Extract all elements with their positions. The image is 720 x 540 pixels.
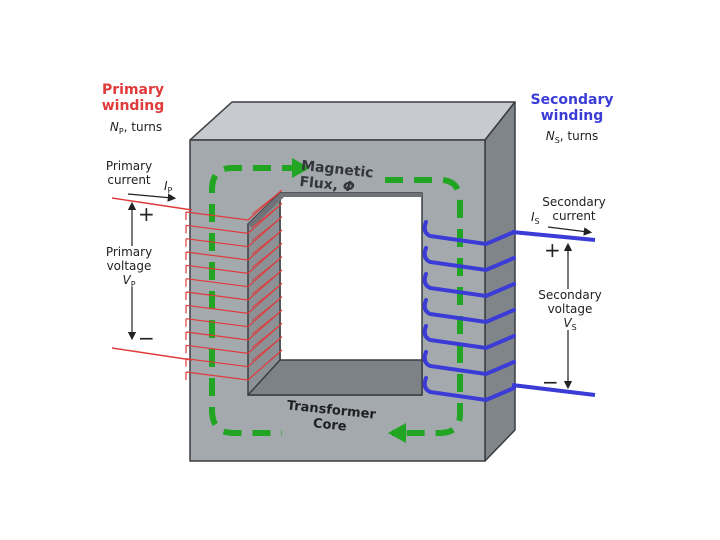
- primary-current-label: Primary current: [105, 159, 153, 187]
- primary-winding-hatch: [251, 258, 281, 281]
- secondary-winding-turn: [422, 376, 516, 403]
- primary-winding-hatch: [251, 285, 281, 308]
- primary-winding-turn: [185, 256, 283, 288]
- flux-arrow-bottom: [388, 423, 406, 443]
- secondary-current-label: Secondary current: [542, 195, 606, 223]
- primary-turns-label: NP, turns: [109, 120, 163, 136]
- core-side-face: [484, 101, 516, 462]
- primary-winding-hatch: [251, 245, 281, 268]
- primary-current-arrow: [127, 193, 177, 202]
- secondary-current-arrow: [547, 226, 593, 236]
- primary-winding-turn: [185, 229, 283, 261]
- transformer-core: [189, 101, 516, 462]
- primary-plus-sign: +: [138, 202, 155, 226]
- secondary-lead-top: [511, 230, 596, 242]
- secondary-winding-title: Secondary winding: [530, 92, 614, 125]
- core-window-floor: [247, 359, 423, 396]
- primary-winding-hatch: [251, 338, 281, 361]
- core-window-top-wall: [248, 193, 422, 228]
- primary-voltage-label: Primary voltage VP: [98, 245, 160, 289]
- primary-winding-turn: [185, 322, 283, 354]
- primary-winding-hatch: [251, 231, 281, 255]
- secondary-turns-label: NS, turns: [545, 129, 599, 145]
- primary-winding-turn: [185, 336, 283, 368]
- secondary-winding-turn: [422, 220, 516, 247]
- secondary-winding-turn: [422, 350, 516, 377]
- primary-winding-hatch: [251, 325, 281, 348]
- secondary-minus-sign: −: [542, 370, 559, 394]
- core-top-face: [189, 101, 516, 141]
- primary-lead-bottom: [111, 347, 193, 361]
- primary-winding-hatch: [251, 191, 281, 215]
- primary-lead-top: [111, 197, 193, 211]
- primary-winding-hatch: [251, 298, 281, 321]
- primary-winding-turn: [185, 282, 283, 314]
- secondary-winding-turn: [422, 298, 516, 325]
- secondary-plus-sign: +: [544, 238, 561, 262]
- primary-winding-hatch: [251, 311, 281, 335]
- primary-winding-turn: [185, 269, 283, 301]
- secondary-voltage-label: Secondary voltage VS: [534, 288, 606, 332]
- secondary-lead-bottom: [511, 383, 596, 397]
- primary-minus-sign: −: [138, 326, 155, 350]
- primary-winding-turn: [185, 296, 283, 328]
- flux-arrow-top: [292, 158, 310, 178]
- primary-winding-turn: [185, 202, 283, 234]
- primary-winding-turn: [185, 309, 283, 341]
- magnetic-flux-path: [209, 165, 463, 436]
- primary-winding-hatch: [251, 205, 281, 228]
- primary-winding-turn: [185, 242, 283, 274]
- primary-winding-turn: [185, 189, 283, 221]
- secondary-winding: [422, 220, 516, 403]
- primary-winding-turn: [185, 216, 283, 248]
- secondary-current-symbol: IS: [531, 210, 540, 226]
- primary-winding-hatch: [251, 271, 281, 295]
- primary-winding-title: Primary winding: [101, 82, 165, 115]
- primary-current-symbol: IP: [164, 179, 173, 195]
- primary-winding-hatch: [251, 218, 281, 241]
- secondary-winding-turn: [422, 246, 516, 273]
- secondary-winding-turn: [422, 324, 516, 351]
- primary-winding-turn: [185, 349, 283, 381]
- secondary-winding-turn: [422, 272, 516, 299]
- primary-winding: [185, 189, 283, 381]
